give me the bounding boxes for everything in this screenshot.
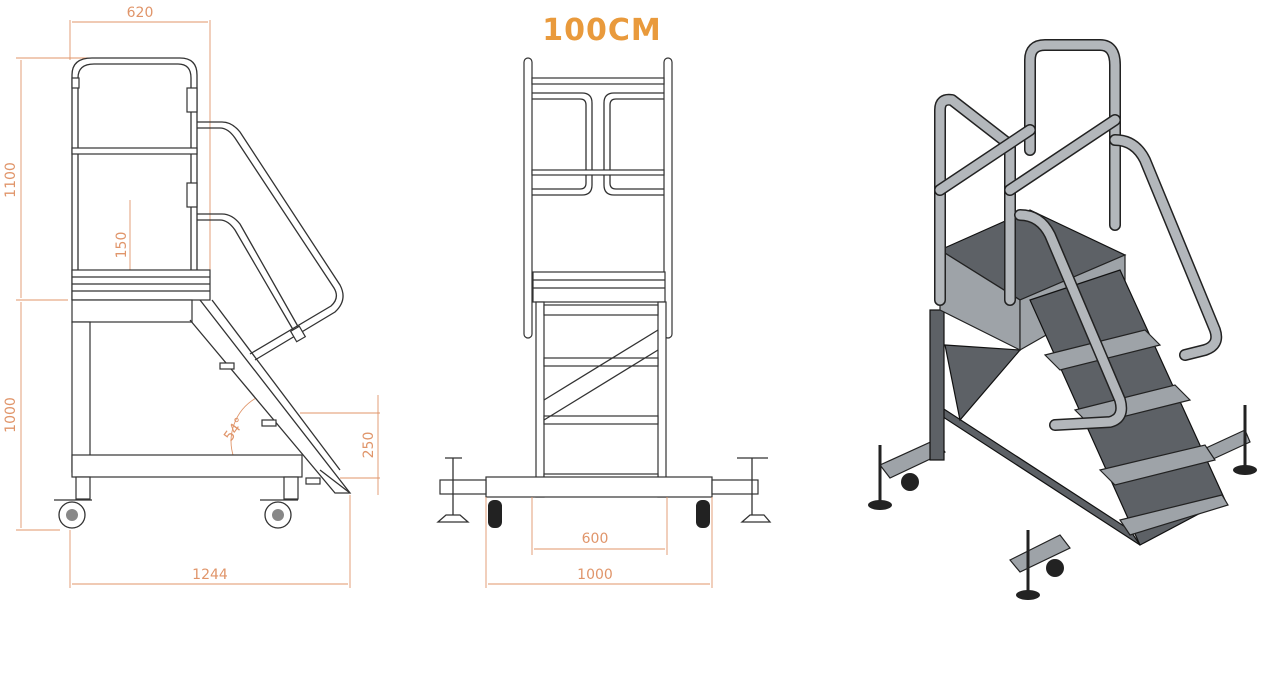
dimension-label-1100: 1100 [3, 162, 19, 198]
handrails-3d [934, 39, 1223, 431]
dimension-label-1000-front: 1000 [577, 567, 613, 583]
base-outrigger-left [879, 439, 946, 479]
side-handrail [71, 57, 344, 361]
side-view: 620 1100 1000 150 250 54° [3, 5, 380, 588]
dimension-1100: 1100 [3, 57, 90, 301]
dimension-1000: 1000 [3, 302, 60, 531]
dimension-label-600: 600 [582, 531, 609, 547]
front-steps [543, 304, 659, 483]
front-view: 100CM [436, 13, 772, 588]
front-handrail [523, 57, 673, 339]
dimension-label-150: 150 [114, 232, 130, 259]
dimension-250: 250 [300, 395, 380, 495]
base-outrigger-front [1009, 534, 1071, 573]
caster-3d [901, 473, 919, 491]
dimension-label-250: 250 [361, 432, 377, 459]
dimension-label-1244: 1244 [192, 567, 228, 583]
caster-3d [1046, 559, 1064, 577]
side-frame [71, 299, 352, 494]
side-platform [71, 269, 211, 323]
dimension-620: 620 [69, 5, 211, 300]
front-platform [532, 271, 667, 498]
dimension-angle: 54° [221, 397, 257, 459]
dimension-1000-front: 1000 [485, 497, 713, 588]
drawing-title: 100CM [542, 13, 662, 48]
dimension-label-620: 620 [127, 5, 154, 21]
dimension-label-angle: 54° [221, 415, 249, 444]
front-base [436, 457, 772, 528]
dimension-600: 600 [531, 497, 668, 555]
dimension-label-1000: 1000 [3, 397, 19, 433]
side-caster-left [54, 476, 92, 529]
isometric-view [868, 39, 1257, 600]
side-caster-right [260, 476, 299, 529]
dimension-1244: 1244 [69, 495, 351, 588]
